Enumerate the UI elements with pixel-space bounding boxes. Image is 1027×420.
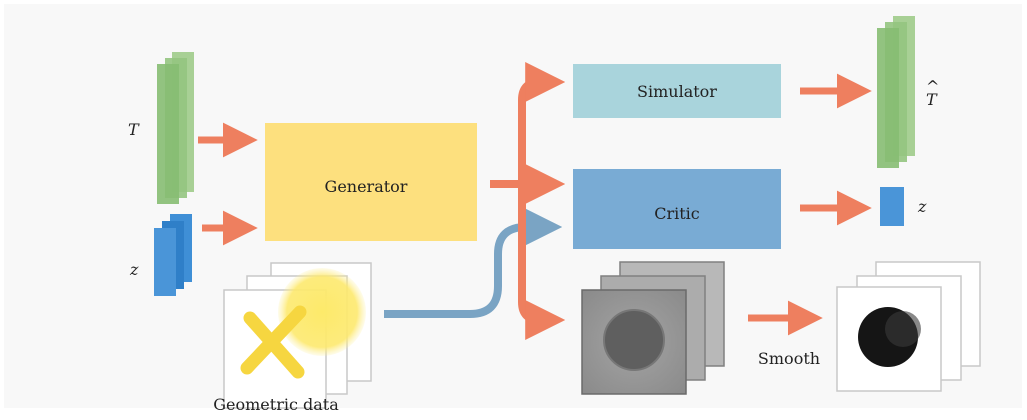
geometric-to-critic-arrow [384, 207, 563, 318]
t-input-label: T [128, 120, 140, 139]
critic-block [573, 169, 781, 249]
cross-shape [240, 305, 307, 379]
generated-sample-stack [581, 261, 725, 395]
generator-to-simulator-arrow [518, 62, 566, 184]
z-output-label: z [917, 197, 927, 216]
smooth-label: Smooth [758, 349, 820, 368]
noisy-particle [603, 309, 665, 371]
simulator-label: Simulator [637, 82, 717, 101]
t-hat-output-stack [877, 16, 915, 168]
generator-block [265, 123, 477, 241]
generator-to-sample-arrow [518, 184, 566, 340]
critic-label: Critic [654, 204, 700, 223]
z-input-label: z [129, 260, 139, 279]
geometric-data-stack [223, 262, 372, 409]
simulator-block [573, 64, 781, 118]
z-output-block [880, 187, 904, 226]
z-input-stack [154, 214, 192, 296]
hat-accent: ^ [926, 77, 939, 96]
generator-branch-arrows [490, 62, 566, 340]
t-hat-label: T [926, 90, 938, 109]
geometric-blob [278, 268, 366, 356]
t-input-stack [157, 52, 194, 204]
geometric-data-label: Geometric data [213, 395, 339, 414]
smooth-output-stack [836, 261, 981, 392]
generator-label: Generator [325, 177, 408, 196]
